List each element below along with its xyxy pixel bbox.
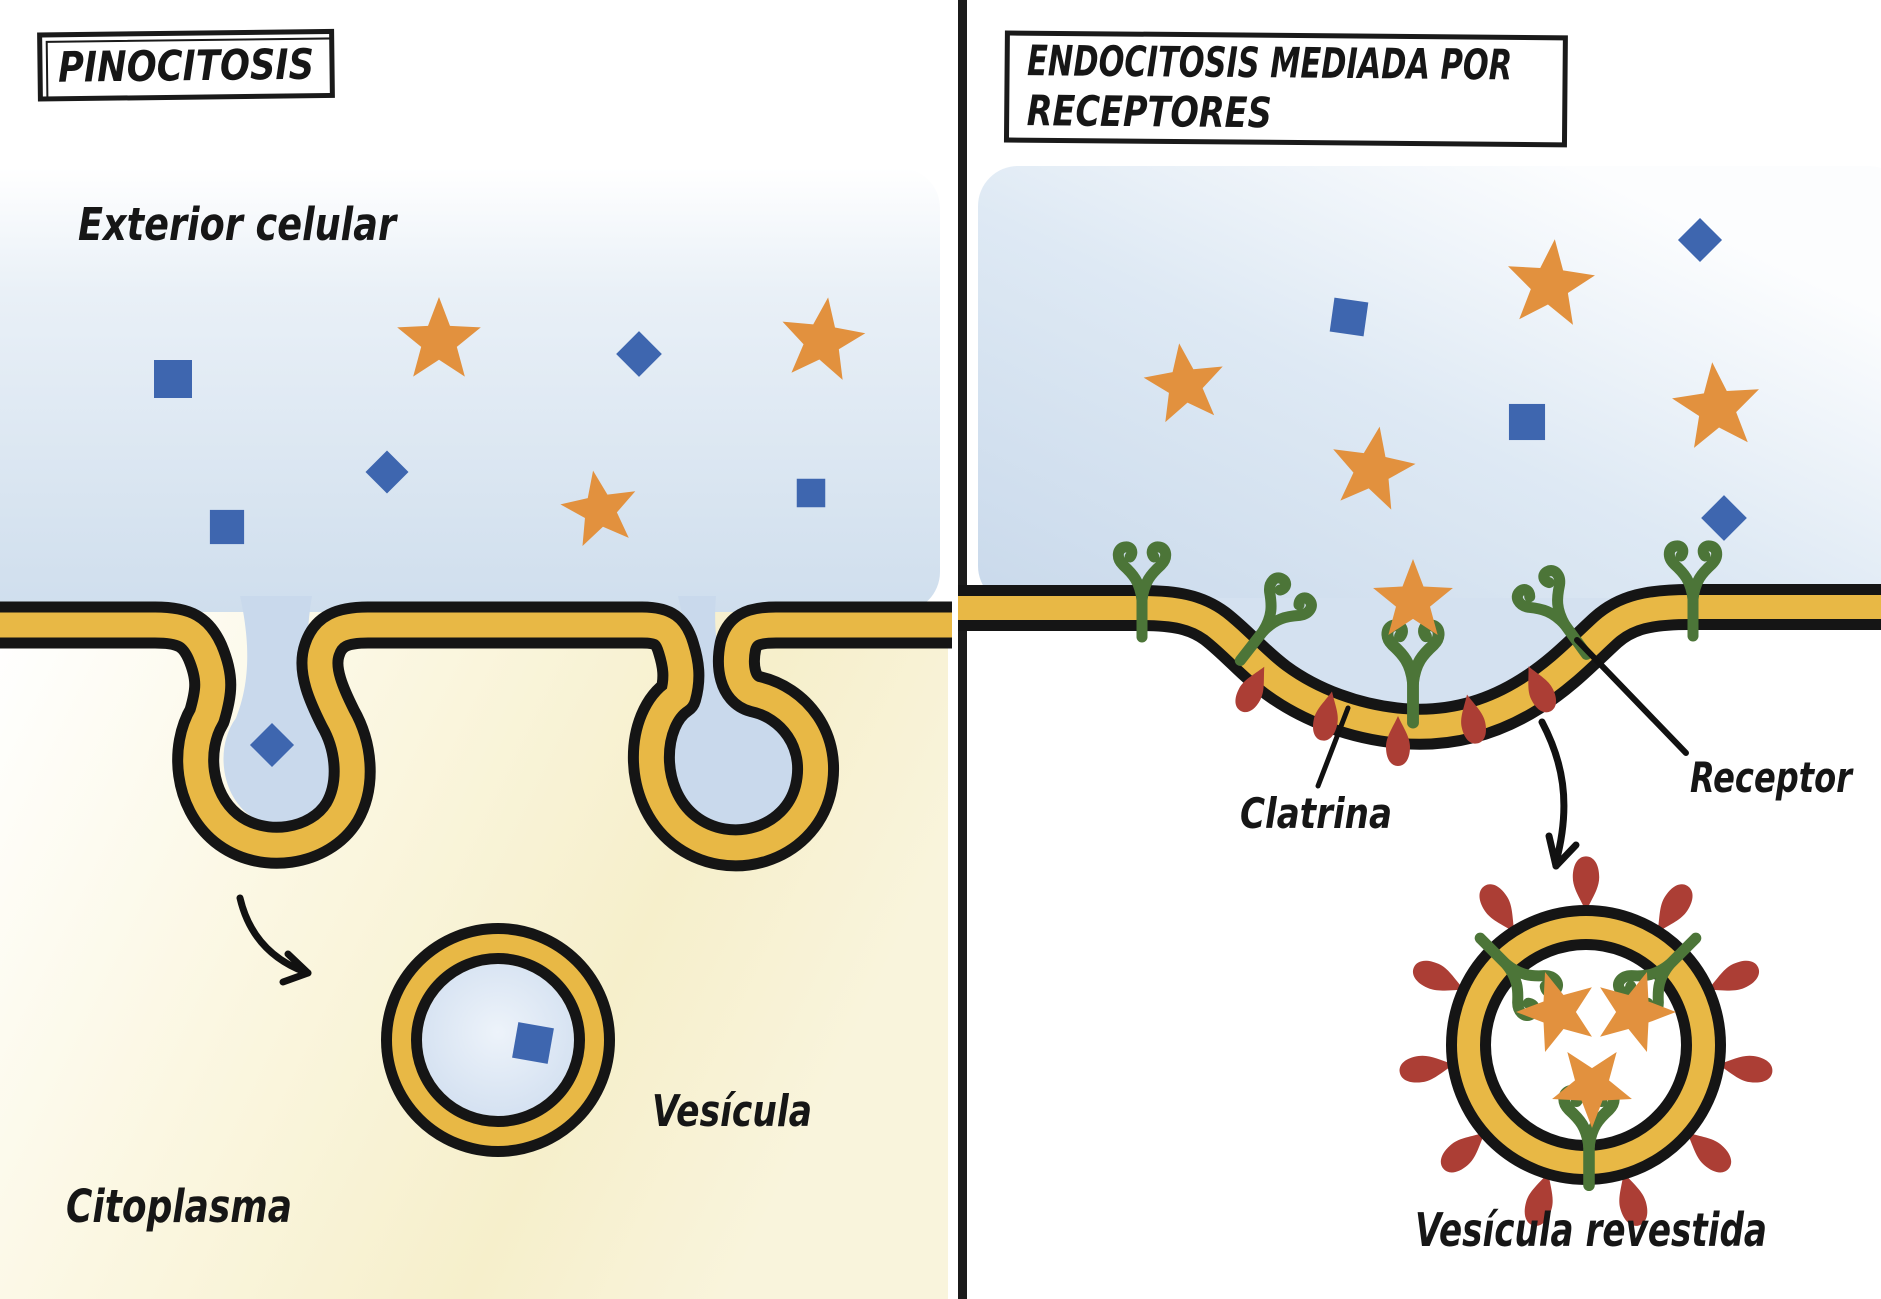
pinocytosis-panel: PINOCITOSIS Exterior celular Vesícula Ci… <box>0 28 952 1299</box>
vesicle <box>381 923 615 1157</box>
extracellular-region <box>0 168 940 612</box>
coated-vesicle <box>1397 856 1775 1230</box>
right-title-box: ENDOCITOSIS MEDIADA POR RECEPTORES <box>1003 30 1568 148</box>
solute-square-icon <box>209 509 245 545</box>
clathrin-pointer-line <box>1315 705 1351 789</box>
curved-arrow-icon <box>236 894 312 986</box>
receptor-endocytosis-panel: ENDOCITOSIS MEDIADA POR RECEPTORES Clatr… <box>958 30 1881 1257</box>
left-panel-title: PINOCITOSIS <box>58 40 315 92</box>
receptor-pointer-line <box>1574 637 1689 756</box>
left-title-box: PINOCITOSIS <box>37 28 335 102</box>
solute-square-icon <box>512 1022 554 1064</box>
solute-square-icon <box>1508 403 1546 441</box>
extracellular-region <box>978 166 1881 606</box>
right-panel-title-line2: RECEPTORES <box>1027 86 1272 137</box>
receptor-label: Receptor <box>1690 753 1854 802</box>
exterior-label: Exterior celular <box>78 198 398 251</box>
clathrin-label: Clatrina <box>1240 789 1392 838</box>
clathrin-icon <box>1572 856 1600 912</box>
pit1-lumen <box>223 596 340 826</box>
coated-vesicle-label: Vesícula revestida <box>1415 1203 1767 1257</box>
cytoplasm-label: Citoplasma <box>66 1180 292 1233</box>
solute-square-icon <box>154 360 192 398</box>
right-panel-title-line1: ENDOCITOSIS MEDIADA POR <box>1027 36 1512 89</box>
solute-square-icon <box>1329 297 1369 337</box>
panel-divider <box>958 0 967 1299</box>
curved-arrow-icon <box>1538 718 1580 870</box>
vesicle-label: Vesícula <box>652 1086 812 1137</box>
solute-square-icon <box>796 478 826 508</box>
